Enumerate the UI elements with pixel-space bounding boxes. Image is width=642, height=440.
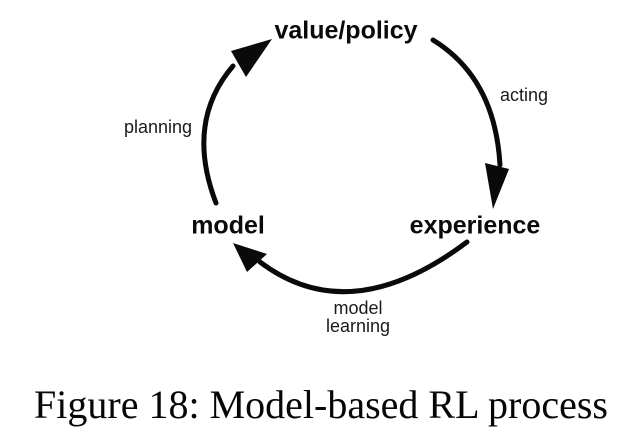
edge-label-model-learning: model learning — [325, 298, 391, 336]
node-experience: experience — [409, 211, 541, 240]
model-learning-arrow-shaft — [257, 239, 470, 295]
model-based-rl-cycle-diagram: value/policy experience model acting mod… — [123, 16, 549, 336]
node-value-policy: value/policy — [274, 16, 418, 45]
figure-caption: Figure 18: Model-based RL process — [34, 382, 608, 427]
edge-label-acting: acting — [499, 85, 549, 105]
model-learning-arrowhead-icon — [233, 243, 267, 272]
planning-arrow-shaft — [201, 63, 236, 206]
planning-arrowhead-icon — [231, 39, 272, 77]
node-model: model — [191, 211, 265, 240]
edge-label-planning: planning — [123, 117, 193, 137]
model-learning-arrow — [233, 239, 470, 295]
acting-arrowhead-icon — [485, 163, 509, 209]
acting-arrow-shaft — [430, 37, 503, 168]
arrow-layer — [201, 37, 509, 295]
planning-arrow — [201, 39, 272, 206]
acting-arrow — [430, 37, 509, 209]
